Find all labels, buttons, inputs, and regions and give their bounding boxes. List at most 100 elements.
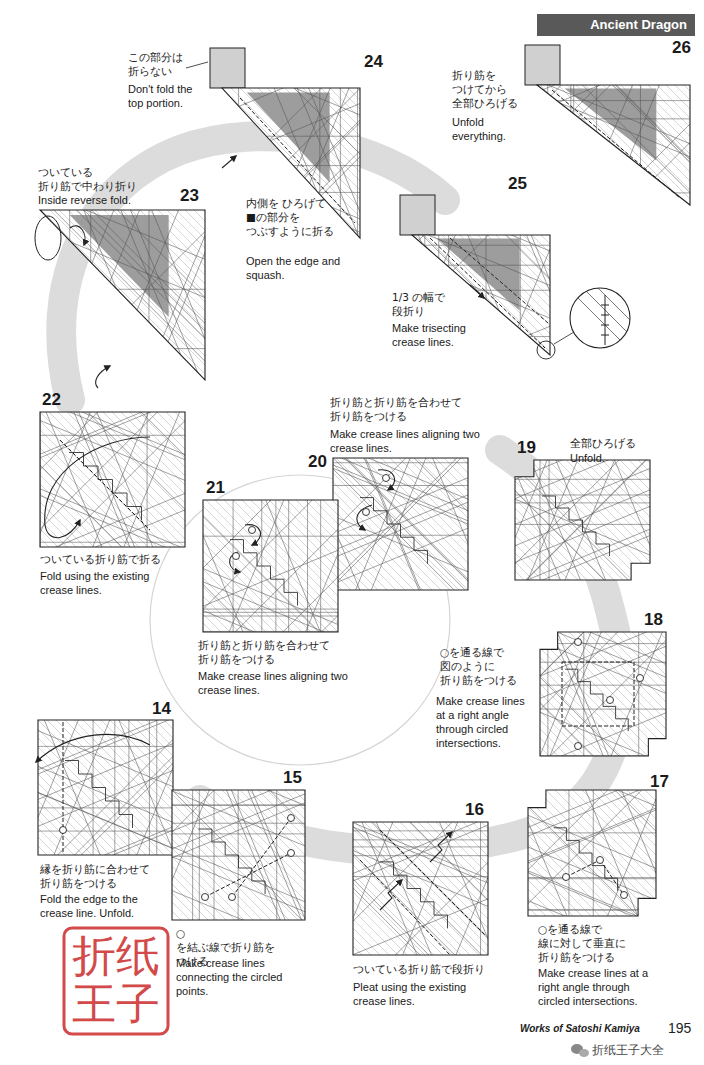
crease	[448, 219, 678, 773]
crease	[0, 720, 56, 855]
crease	[492, 790, 618, 916]
crease	[56, 720, 191, 855]
crease	[261, 243, 262, 843]
crease	[114, 750, 668, 980]
crease	[424, 0, 704, 318]
crease	[56, 48, 246, 238]
crease	[524, 632, 648, 756]
crease	[128, 367, 552, 791]
crease	[447, 790, 573, 916]
crease	[365, 45, 525, 205]
crease	[206, 0, 436, 433]
crease	[416, 632, 540, 756]
fold-arrow	[96, 366, 110, 388]
crease	[402, 790, 528, 916]
crease	[474, 361, 704, 915]
step-number: 25	[508, 174, 527, 193]
step-panel: 22ついている折り筋で折るFold using the existing cre…	[38, 388, 187, 599]
crease	[333, 62, 704, 486]
crease	[444, 0, 704, 340]
crease	[121, 412, 256, 547]
crease	[399, 458, 531, 590]
crease	[448, 368, 678, 922]
fold-arrow	[45, 437, 150, 538]
page-title: Ancient Dragon	[537, 14, 695, 36]
crease	[0, 739, 384, 969]
crease	[335, 48, 525, 238]
crease	[560, 280, 640, 360]
caption-ja: ついている 折り筋で中わり折り	[38, 165, 137, 193]
reference-mark	[233, 553, 240, 560]
step-number: 16	[465, 800, 484, 819]
crease	[90, 1, 91, 601]
crease	[148, 0, 149, 529]
reference-mark	[607, 697, 614, 704]
crease	[506, 632, 630, 756]
crease	[191, 48, 381, 238]
crease	[330, 789, 704, 1019]
reference-mark	[249, 527, 256, 534]
crease	[76, 412, 211, 547]
fold-arrow	[245, 525, 260, 545]
crease	[0, 412, 94, 547]
folded-flap	[210, 48, 245, 88]
caption-ja: ○を通る線で 図のように 折り筋をつける	[440, 645, 517, 687]
crease	[0, 210, 85, 380]
step-panel: 16ついている折り筋で段折りPleat using the existing c…	[351, 798, 490, 1010]
reference-mark	[621, 892, 628, 899]
crease	[355, 822, 488, 955]
fold-arrow	[357, 505, 372, 530]
zoom-inset	[537, 280, 670, 360]
crease	[218, 48, 408, 238]
folded-flap	[400, 195, 435, 235]
crease	[560, 632, 684, 756]
crease	[456, 790, 582, 916]
crease	[59, 210, 229, 380]
crease	[536, 584, 704, 1065]
crease	[0, 412, 58, 547]
crease	[618, 790, 704, 916]
fold-arrow	[470, 285, 484, 298]
fold-arrow	[230, 552, 240, 572]
crease	[92, 48, 282, 238]
crease	[353, 48, 543, 238]
crease	[641, 632, 704, 756]
crease	[393, 195, 553, 355]
crease	[178, 0, 408, 409]
crease	[569, 632, 693, 756]
fold-arrow	[36, 734, 150, 762]
crease	[230, 0, 460, 452]
crease	[492, 195, 652, 355]
paper-outline	[40, 210, 205, 380]
crease	[647, 460, 704, 580]
paper	[38, 720, 173, 855]
crease	[290, 48, 480, 238]
crease	[23, 210, 193, 380]
caption-en: Pleat using the existing crease lines.	[353, 980, 475, 1008]
crease	[173, 48, 363, 238]
crease	[307, 210, 308, 810]
caption-en: Make crease lines at a right angle throu…	[538, 966, 662, 1008]
crease	[137, 0, 561, 311]
crease	[83, 48, 273, 238]
crease	[150, 790, 280, 920]
crease	[332, 500, 464, 632]
crease	[545, 45, 704, 205]
crease	[185, 321, 609, 745]
crease	[209, 48, 399, 238]
crease	[462, 458, 594, 590]
crease	[103, 412, 238, 547]
caption-ja: ○を通る線で 線に対して垂直に 折り筋をつける	[538, 922, 626, 964]
crease	[392, 45, 552, 205]
crease	[650, 632, 704, 756]
crease	[148, 412, 283, 547]
crease	[110, 310, 340, 864]
crease	[312, 195, 472, 355]
crease	[551, 632, 675, 756]
crease	[16, 0, 570, 199]
zoom-circle	[570, 288, 630, 348]
crease	[0, 289, 430, 290]
crease	[500, 45, 660, 205]
crease	[287, 747, 704, 977]
crease	[366, 195, 526, 355]
